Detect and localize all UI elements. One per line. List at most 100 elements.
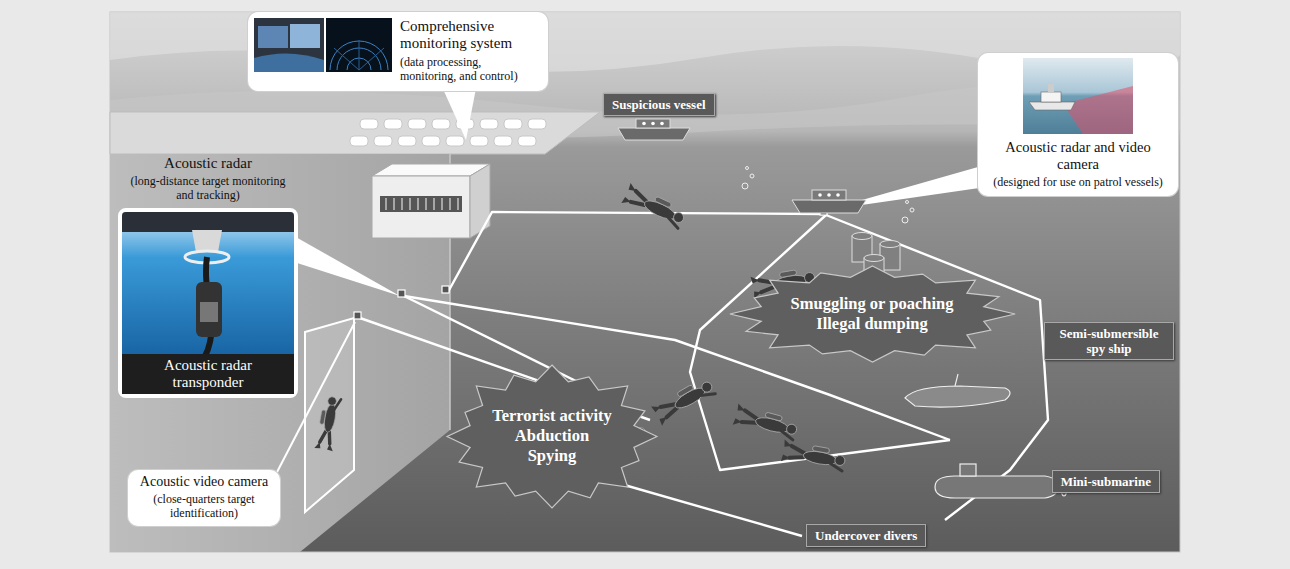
sensor-points [354, 312, 361, 319]
bubbles [902, 217, 908, 223]
divers [651, 375, 717, 426]
quay [480, 119, 498, 129]
node-heading: Suspicious vessel [612, 97, 706, 112]
sensor-callout: Acoustic radar (long-distance target moni… [118, 155, 298, 398]
vessels [642, 122, 646, 126]
burst-text-block: Terrorist activityAbductionSpying [492, 406, 612, 466]
target-label: Semi-submersible spy ship [1044, 322, 1174, 360]
node-text: Spying [492, 446, 612, 466]
sensor-points [398, 290, 405, 297]
console-photos [330, 41, 388, 70]
vessels [812, 190, 846, 200]
quay [360, 119, 378, 129]
barrels [852, 233, 872, 240]
patrol-photo [1041, 92, 1061, 102]
quay [504, 119, 522, 129]
divers [781, 440, 847, 473]
monitoring-unit [380, 196, 462, 212]
node-text: (designed for use on patrol vessels) [984, 175, 1172, 189]
node-heading: Terrorist activity [492, 406, 612, 426]
callout-box: Acoustic radar and video camera(designed… [978, 53, 1178, 196]
vessels [827, 193, 831, 197]
tracking-lines [600, 478, 802, 536]
console-photos [258, 26, 288, 48]
patrol-photo [1023, 58, 1133, 134]
node-text: Abduction [492, 426, 612, 446]
submarines [905, 386, 1010, 407]
quay [446, 136, 464, 146]
quay [528, 119, 546, 129]
transponder-photo [200, 302, 218, 322]
vessels [818, 193, 822, 197]
bubbles [750, 174, 754, 178]
monitoring-unit [372, 176, 470, 238]
node-heading: Acoustic radar transponder [142, 357, 274, 391]
vessels [651, 122, 655, 126]
threat-burst: Smuggling or poachingIllegal dumping [727, 266, 1018, 362]
burst-text-block: Smuggling or poachingIllegal dumping [791, 294, 954, 334]
console-photos [254, 53, 324, 72]
node-heading: Undercover divers [815, 528, 917, 543]
node-heading: Mini-submarine [1061, 474, 1151, 489]
quay [470, 136, 488, 146]
divers [621, 183, 687, 230]
transponder-photo [122, 212, 294, 394]
quay [110, 112, 600, 154]
monitoring-unit [372, 164, 490, 238]
node-text: (close-quarters target identification) [134, 492, 274, 520]
node-heading: Comprehensive monitoring system [400, 18, 540, 52]
node-heading: Acoustic video camera [134, 474, 274, 490]
submarines [960, 464, 976, 476]
quay [422, 136, 440, 146]
submarines [905, 374, 1067, 498]
submarines [935, 476, 1058, 498]
console-photos [290, 24, 320, 48]
sea-panel [110, 12, 1180, 552]
quay [408, 119, 426, 129]
bubbles [746, 167, 749, 170]
quay [384, 119, 402, 129]
quay [518, 136, 536, 146]
camera-view [314, 395, 342, 451]
patrol-photo [1063, 86, 1133, 134]
divers [733, 404, 800, 442]
node-heading: Smuggling or poaching [791, 294, 954, 314]
node-heading: Semi-submersible spy ship [1053, 326, 1165, 356]
vessels [636, 119, 670, 128]
target-label: Mini-submarine [1052, 470, 1160, 493]
vessels [660, 122, 664, 126]
node-text: (long-distance target monitoring and tra… [118, 174, 298, 202]
bubbles [742, 167, 914, 224]
target-label: Suspicious vessel [603, 93, 715, 116]
quay [494, 136, 512, 146]
vessels [836, 193, 840, 197]
transponder-photo [196, 282, 222, 337]
callout-pointers [294, 236, 400, 296]
quay [398, 136, 416, 146]
burst-shape [447, 365, 657, 508]
node-heading: Acoustic radar [118, 155, 298, 172]
transponder-photo [192, 230, 222, 252]
barrels [880, 241, 900, 248]
patrol-photo [1023, 58, 1133, 134]
patrol-photo [1048, 84, 1054, 92]
vessels [618, 128, 690, 140]
callout-box: Acoustic video camera (close-quarters tar… [128, 470, 280, 526]
sensor-points [354, 208, 827, 319]
vessels [792, 200, 866, 213]
photo-frame [984, 58, 1172, 134]
node-text: (data processing, monitoring, and contro… [400, 55, 540, 83]
console-photos [254, 18, 324, 72]
camera-view [305, 318, 354, 512]
sensor-points [442, 286, 449, 293]
bubbles [906, 201, 909, 204]
node-text: Illegal dumping [791, 314, 954, 334]
monitoring-unit [470, 164, 490, 238]
quay [432, 119, 450, 129]
bubbles [742, 183, 748, 189]
tracking-lines [826, 215, 1048, 520]
caption-band: Acoustic radar transponder [122, 354, 294, 394]
